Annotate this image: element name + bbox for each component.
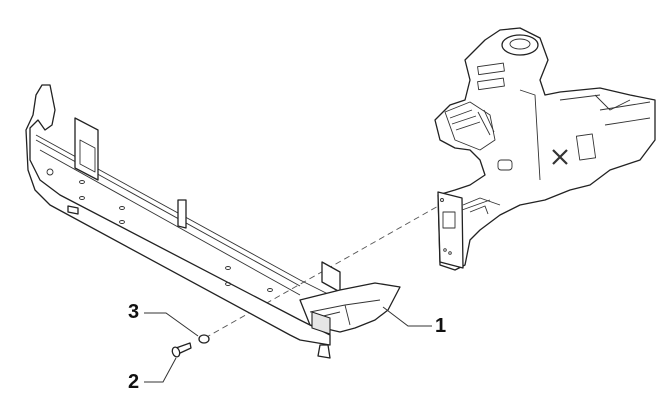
crossmember-part-1 bbox=[25, 84, 401, 359]
bolt-part-2 bbox=[171, 342, 192, 358]
callout-1: 1 bbox=[435, 315, 447, 337]
washer-part-3 bbox=[198, 334, 210, 344]
leader-line-3 bbox=[144, 312, 199, 337]
body-frame-rail bbox=[434, 27, 656, 271]
callout-2: 2 bbox=[128, 371, 140, 393]
leader-line-2 bbox=[144, 357, 177, 383]
callout-3: 3 bbox=[128, 301, 140, 323]
leader-line-1 bbox=[382, 306, 432, 327]
